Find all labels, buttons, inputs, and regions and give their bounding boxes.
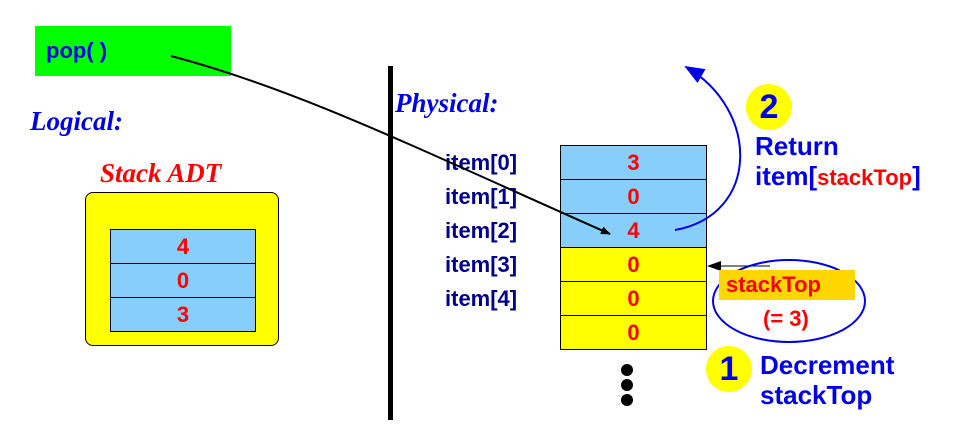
step-2-text: Return item[stackTop]	[755, 131, 921, 193]
pop-operation-box	[35, 26, 231, 76]
index-label: item[4]	[445, 286, 518, 311]
array-index-labels: item[0] item[1] item[2] item[3] item[4]	[445, 146, 517, 316]
step-1-line2: stackTop	[760, 380, 873, 410]
step-2-badge-icon: 2	[746, 84, 792, 130]
ellipsis-dot-icon	[621, 379, 633, 391]
logical-heading: Logical:	[30, 106, 123, 136]
index-label: item[2]	[445, 218, 518, 243]
logical-physical-divider	[388, 66, 393, 420]
step-1-badge-icon: 1	[706, 346, 752, 392]
array-cell-free: 0	[560, 315, 707, 350]
step-2-line1: Return	[755, 131, 839, 161]
logical-stack-cell: 3	[110, 297, 256, 332]
array-cell-used: 0	[560, 179, 707, 214]
step-2-prefix: item[	[755, 161, 818, 191]
step-1-text: Decrement stackTop	[760, 350, 894, 410]
index-label: item[0]	[445, 150, 518, 175]
physical-heading: Physical:	[395, 88, 499, 118]
physical-array: 3 0 4 0 0 0	[560, 145, 707, 350]
array-cell-used: 4	[560, 213, 707, 248]
step-1-line1: Decrement	[760, 350, 895, 380]
step-2-var: stackTop	[817, 165, 913, 190]
stacktop-box	[719, 270, 855, 300]
step-2-number: 2	[759, 87, 779, 126]
stacktop-highlight-ellipse	[712, 259, 866, 343]
logical-stack: 4 0 3	[110, 229, 256, 332]
step-2-suffix: ]	[912, 161, 921, 191]
stack-adt-title: Stack ADT	[100, 158, 222, 188]
ellipsis-dot-icon	[621, 394, 633, 406]
pop-operation-label: pop( )	[46, 38, 108, 63]
ellipsis-dot-icon	[621, 364, 633, 376]
stacktop-label: stackTop	[726, 272, 821, 297]
return-value-arrow	[674, 65, 742, 231]
step-2-line2: item[stackTop]	[755, 161, 921, 193]
pop-call-arrow	[170, 55, 611, 235]
step-1-number: 1	[719, 349, 739, 388]
index-label: item[3]	[445, 252, 518, 277]
stacktop-value: (= 3)	[763, 306, 809, 331]
array-cell-free: 0	[560, 281, 707, 316]
